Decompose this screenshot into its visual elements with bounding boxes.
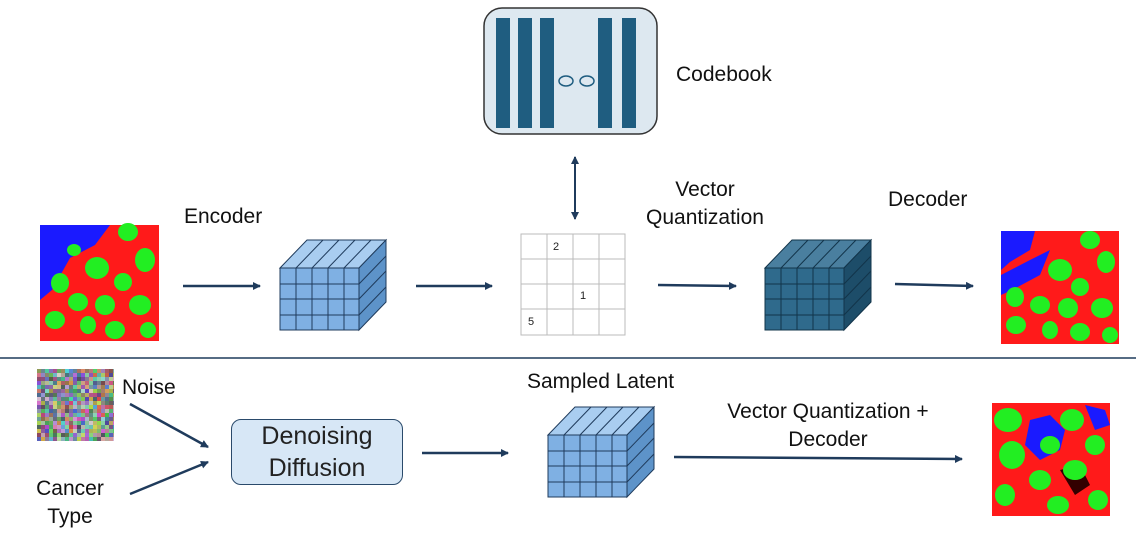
vqd-label-line2: Decoder <box>788 428 868 451</box>
codebook-icon <box>483 7 658 135</box>
cancer-type-arrow <box>129 460 209 496</box>
dd-label-line2: Diffusion <box>268 454 366 482</box>
grid-value: 1 <box>580 290 587 302</box>
denoising-diffusion-box: Denoising Diffusion <box>231 419 403 485</box>
decoder-latent-cube <box>763 238 873 332</box>
vq-decoder-label: Vector Quantization + Decoder <box>700 398 956 454</box>
grid-value: 2 <box>553 241 560 253</box>
vqd-label-line1: Vector Quantization + <box>727 400 929 423</box>
generated-tissue-image <box>992 403 1110 516</box>
cancer-type-label: Cancer Type <box>20 475 120 531</box>
dd-label-line1: Denoising <box>261 422 373 450</box>
vq-label-line2: Quantization <box>646 206 764 229</box>
encoder-label: Encoder <box>184 205 263 228</box>
noise-image <box>37 369 114 441</box>
grid-value: 5 <box>528 316 535 328</box>
vq-decoder-arrow <box>673 454 963 463</box>
codebook-label: Codebook <box>676 63 772 86</box>
decoder-label: Decoder <box>888 188 968 211</box>
vq-label-line1: Vector <box>675 178 735 201</box>
cancer-label-line2: Type <box>47 505 93 528</box>
quantized-index-grid <box>520 233 626 336</box>
noise-label: Noise <box>122 376 176 399</box>
decoder-arrow <box>894 281 974 290</box>
noise-arrow <box>129 402 209 449</box>
sampled-latent-cube <box>546 405 656 499</box>
input-tissue-image <box>40 223 159 341</box>
sampled-latent-label: Sampled Latent <box>527 370 675 393</box>
cancer-label-line1: Cancer <box>36 477 104 500</box>
encoder-latent-cube <box>278 238 388 332</box>
vector-quantization-label: Vector Quantization <box>630 176 780 232</box>
quantized-arrow <box>657 281 737 290</box>
reconstructed-tissue-image <box>1001 231 1119 344</box>
